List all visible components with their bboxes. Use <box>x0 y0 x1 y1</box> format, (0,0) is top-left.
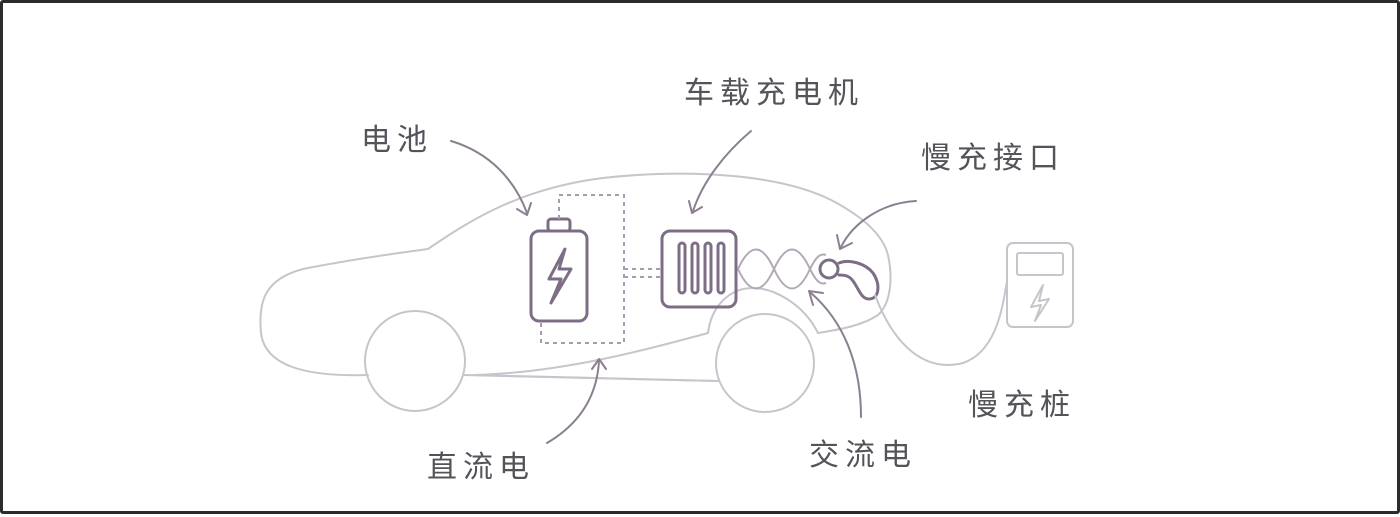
arrow-charger <box>692 130 752 212</box>
ev-charging-diagram: 电池 车载充电机 慢充接口 慢充桩 直流电 交流电 <box>259 76 1076 485</box>
label-slow-charger: 慢充桩 <box>968 388 1076 423</box>
label-dc: 直流电 <box>427 450 535 485</box>
arrow-dc <box>546 360 600 444</box>
arrow-port-head <box>836 234 853 250</box>
arrow-ac-head <box>808 290 824 306</box>
label-battery: 电池 <box>361 123 433 158</box>
charging-cable <box>874 280 1008 366</box>
arrow-dc-head <box>591 358 607 370</box>
front-wheel <box>364 310 466 412</box>
arrow-port <box>840 200 917 248</box>
dc-link <box>624 268 661 278</box>
arrow-charger-head <box>688 200 703 214</box>
label-onboard-charger: 车载充电机 <box>684 76 864 111</box>
car-body-bottom <box>462 374 719 382</box>
label-ac: 交流电 <box>809 438 917 473</box>
arrow-battery-head <box>516 202 532 216</box>
car-body-outline <box>259 172 892 382</box>
ac-wave-1 <box>737 248 827 290</box>
rear-wheel <box>715 313 815 413</box>
arrow-ac <box>810 292 862 418</box>
charging-pile-icon <box>1006 242 1074 328</box>
battery-icon <box>529 217 589 323</box>
pile-lightning-icon <box>1030 284 1050 322</box>
arrow-battery <box>450 140 528 214</box>
label-slow-charge-port: 慢充接口 <box>921 141 1065 176</box>
plug-icon <box>818 258 880 301</box>
lightning-icon <box>547 247 573 305</box>
ac-wave-2 <box>737 248 827 290</box>
charger-module-icon <box>660 229 738 309</box>
